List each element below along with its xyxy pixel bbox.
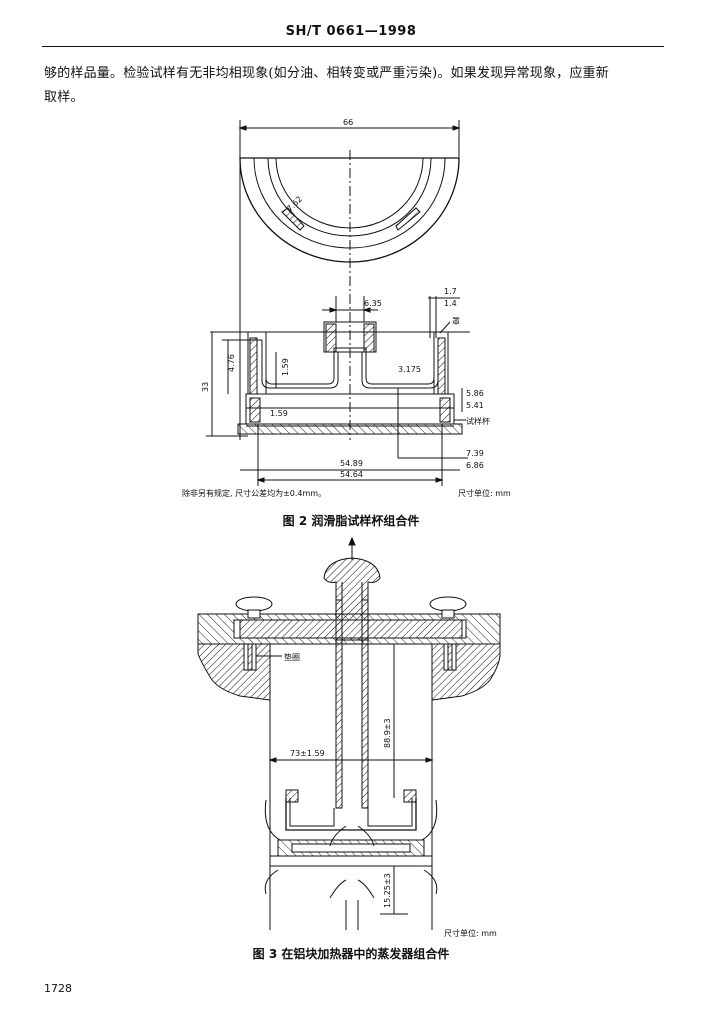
dim-1-59-base: 1.59 (270, 409, 288, 418)
dim-3-175: 3.175 (398, 365, 421, 374)
paragraph-line-2: 取样。 (44, 90, 84, 105)
dim-7-39: 7.39 (466, 449, 484, 458)
dim-5-86: 5.86 (466, 389, 484, 398)
fig3-unit-note: 尺寸单位: mm (444, 928, 497, 938)
dim-4-76: 4.76 (227, 354, 236, 372)
fig2-tolerance-note: 除非另有规定, 尺寸公差均为±0.4mm。 (182, 488, 326, 498)
figure-3-caption: 图 3 在铝块加热器中的蒸发器组合件 (252, 947, 450, 961)
figure-2-drawing: 66 7.62 6.35 1.7 1.4 罩 4.76 1.59 3.175 3… (182, 118, 511, 498)
dim-54-64: 54.64 (340, 470, 363, 479)
dim-15-25: 15.25±3 (383, 873, 392, 908)
header-rule (42, 46, 664, 47)
fig2-unit-note: 尺寸单位: mm (458, 488, 511, 498)
figure-2-caption: 图 2 润滑脂试样杯组合件 (282, 514, 420, 528)
dim-5-41: 5.41 (466, 401, 484, 410)
label-gasket: 垫圈 (284, 652, 300, 662)
dim-1-59-inner: 1.59 (281, 358, 290, 376)
dim-33: 33 (201, 382, 210, 392)
figure-3-drawing: 垫圈 73±1.59 88.9±3 15.25±3 尺寸单位: mm (197, 536, 501, 938)
dim-54-89: 54.89 (340, 459, 363, 468)
page-number: 1728 (44, 982, 72, 995)
dim-6-86: 6.86 (466, 461, 484, 470)
dim-73: 73±1.59 (290, 749, 325, 758)
dim-66: 66 (343, 118, 353, 127)
paragraph-line-1: 够的样品量。检验试样有无非均相现象(如分油、相转变或严重污染)。如果发现异常现象… (44, 66, 609, 81)
body-paragraph: 够的样品量。检验试样有无非均相现象(如分油、相转变或严重污染)。如果发现异常现象… (44, 62, 664, 110)
label-cover: 罩 (452, 317, 460, 326)
dim-88-9: 88.9±3 (383, 718, 392, 748)
label-sample-cup: 试样杯 (466, 416, 490, 426)
dim-1-4: 1.4 (444, 299, 457, 308)
dim-6-35: 6.35 (364, 299, 382, 308)
dim-1-7: 1.7 (444, 287, 457, 296)
standard-header: SH/T 0661—1998 (285, 24, 417, 39)
